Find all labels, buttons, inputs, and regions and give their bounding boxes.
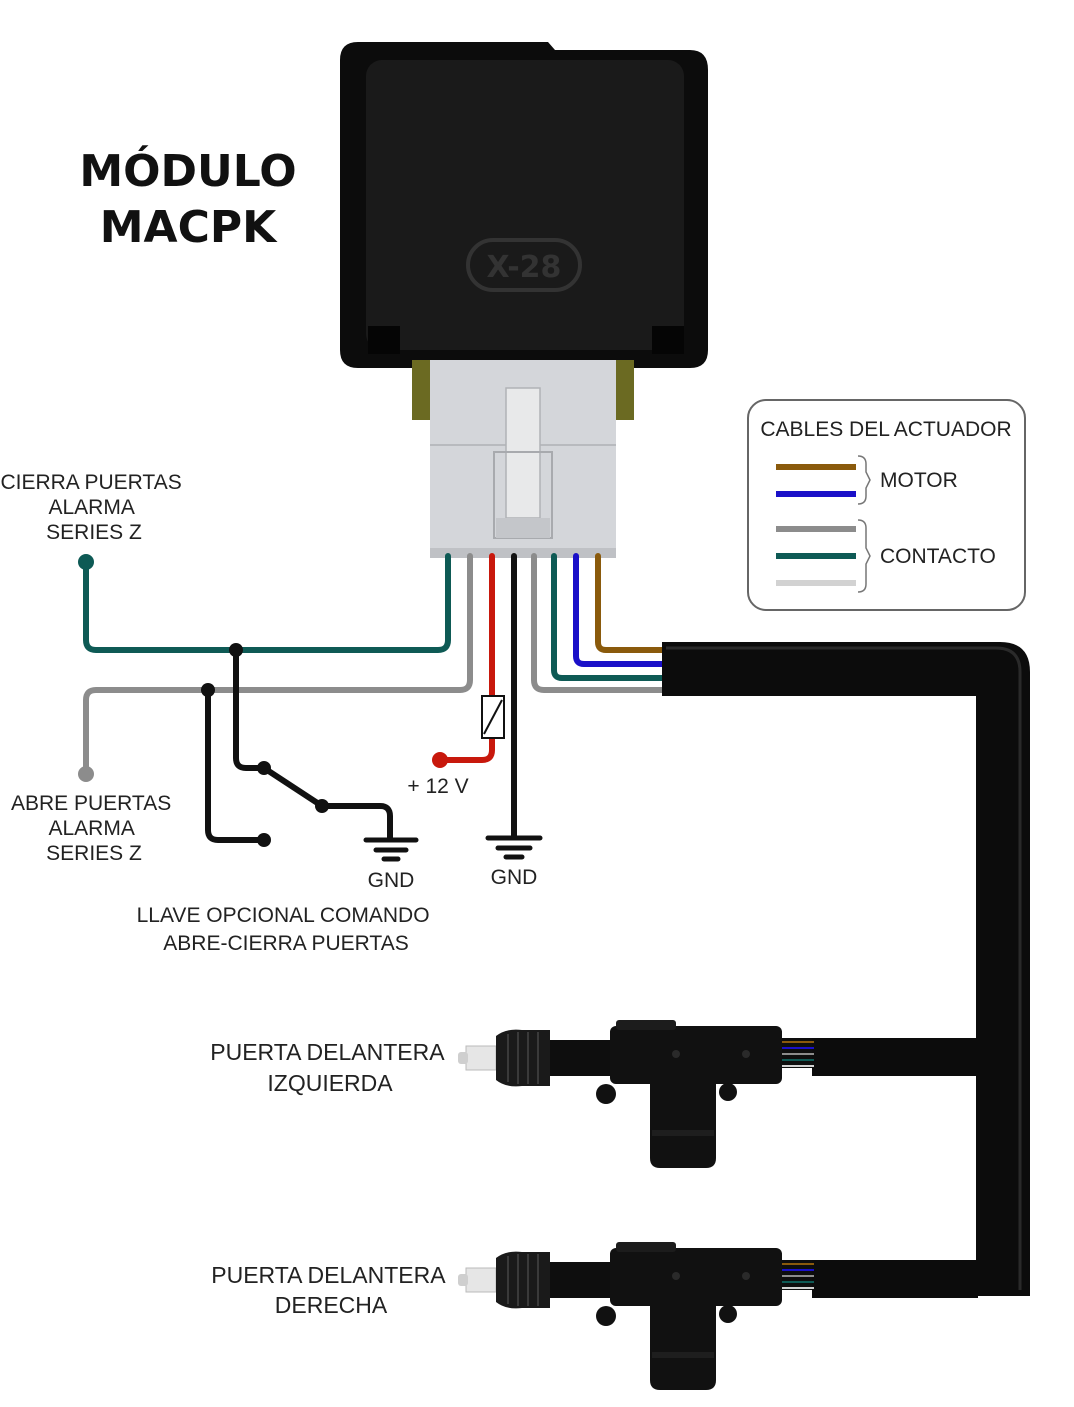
legend-motor-label: MOTOR [880, 469, 958, 492]
gnd-icon-right [485, 835, 543, 860]
brand-logo: X-28 [466, 238, 582, 292]
legend-contacto-swatches [776, 526, 856, 586]
puerta-izquierda-label: PUERTA DELANTERA IZQUIERDA [210, 1039, 449, 1096]
cierra-terminal [78, 554, 94, 570]
brand-text: X-28 [487, 250, 562, 285]
plus12v-terminal [432, 752, 448, 768]
legend-title: CABLES DEL ACTUADOR [760, 418, 1011, 441]
gnd-icon-left [363, 837, 419, 862]
module-connector [412, 360, 634, 558]
plus12v-label: + 12 V [407, 775, 468, 798]
legend-motor-swatches [776, 464, 856, 497]
abre-terminal [78, 766, 94, 782]
gnd-label-right: GND [491, 866, 538, 889]
macpk-module: X-28 [340, 42, 708, 368]
cierra-label: CIERRA PUERTAS ALARMA SERIES Z [0, 471, 187, 544]
actuator-left-icon [457, 1019, 815, 1169]
optional-switch [205, 647, 393, 843]
gnd-label-left: GND [368, 869, 415, 892]
actuator-cable [662, 642, 1030, 1298]
title-line-1: MÓDULO [79, 144, 296, 197]
title-line-2: MACPK [100, 202, 278, 253]
wires [83, 553, 667, 839]
puerta-derecha-label: PUERTA DELANTERA DERECHA [211, 1262, 450, 1318]
llave-label: LLAVE OPCIONAL COMANDO ABRE-CIERRA PUERT… [137, 904, 436, 955]
legend: CABLES DEL ACTUADOR MOTOR CONTACTO [747, 399, 1026, 611]
actuator-right-icon [457, 1241, 815, 1391]
abre-label: ABRE PUERTAS ALARMA SERIES Z [11, 792, 177, 865]
legend-contacto-label: CONTACTO [880, 545, 996, 568]
